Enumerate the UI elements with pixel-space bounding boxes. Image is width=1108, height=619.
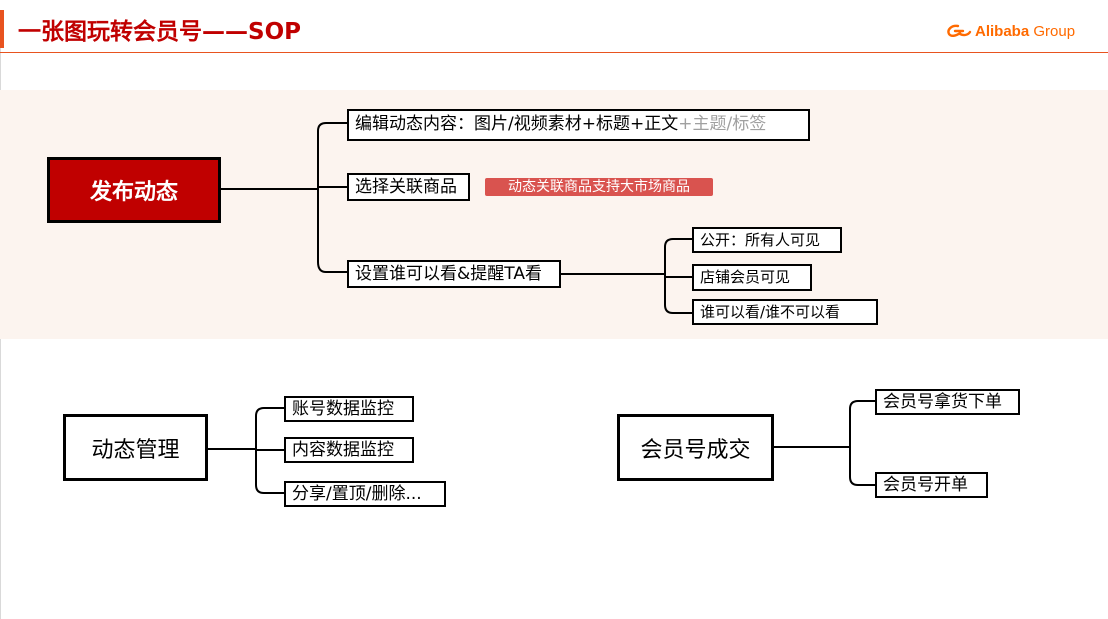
visibility-option-custom: 谁可以看/谁不可以看 [692, 299, 878, 325]
edit-content-optional: +主题/标签 [678, 114, 767, 134]
visibility-option-store-members: 店铺会员可见 [692, 264, 812, 291]
header-divider [0, 52, 1108, 53]
deal-child-purchase-order: 会员号拿货下单 [875, 389, 1020, 415]
select-product-node: 选择关联商品 [347, 173, 470, 201]
slide-title: 一张图玩转会员号——SOP [18, 19, 301, 45]
manage-child-account-data: 账号数据监控 [284, 396, 414, 422]
visibility-option-public: 公开：所有人可见 [692, 227, 842, 253]
deal-root-node: 会员号成交 [617, 414, 774, 481]
manage-child-share-pin-delete: 分享/置顶/删除... [284, 481, 446, 507]
connector-trunk-deal [849, 400, 875, 486]
manage-root-node: 动态管理 [63, 414, 208, 481]
deal-child-open-order: 会员号开单 [875, 472, 988, 498]
logo-suffix: Group [1033, 22, 1076, 40]
accent-bar [0, 10, 4, 48]
visibility-node: 设置谁可以看&提醒TA看 [347, 260, 561, 288]
alibaba-logo-icon [947, 24, 972, 37]
edit-content-main: 编辑动态内容：图片/视频素材+标题+正文 [355, 114, 679, 134]
alibaba-group-logo: Alibaba Group [946, 18, 1075, 44]
product-tag-badge: 动态关联商品支持大市场商品 [485, 178, 713, 196]
logo-brand: Alibaba [975, 22, 1030, 40]
connector-trunk-publish [317, 122, 348, 273]
edit-content-node: 编辑动态内容：图片/视频素材+标题+正文+主题/标签 [347, 109, 810, 141]
manage-child-content-data: 内容数据监控 [284, 437, 414, 463]
publish-root-node: 发布动态 [47, 157, 221, 223]
